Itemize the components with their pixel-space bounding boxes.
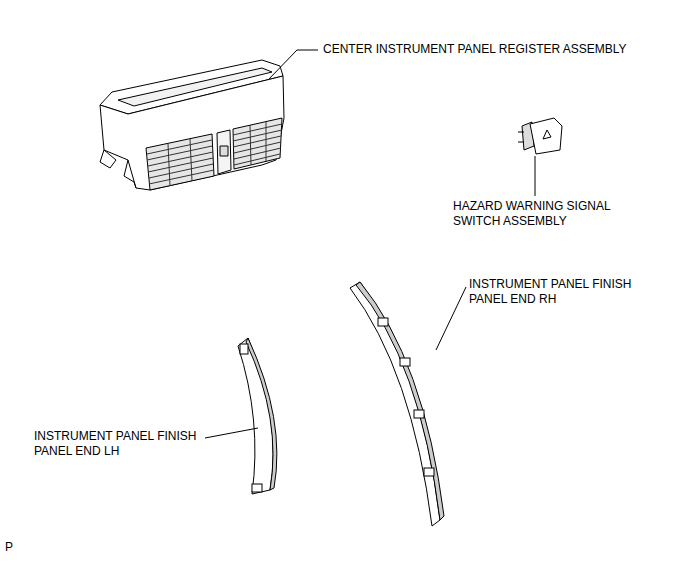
leader-line	[268, 50, 318, 80]
center-knob	[220, 146, 228, 156]
register-body	[100, 76, 284, 190]
part-label: INSTRUMENT PANEL FINISH PANEL END LH	[33, 429, 203, 459]
part-label: INSTRUMENT PANEL FINISH PANEL END RH	[468, 277, 638, 307]
part-label: P	[4, 540, 14, 555]
left-vent-slats	[147, 139, 214, 186]
finish-panel-rh	[350, 282, 444, 526]
left-vent	[146, 134, 214, 190]
leader-line	[436, 287, 466, 350]
leader-line	[535, 156, 536, 196]
right-vent-slats	[233, 122, 282, 165]
part-label: CENTER INSTRUMENT PANEL REGISTER ASSEMBL…	[322, 42, 628, 57]
finish-panel-lh	[238, 338, 277, 494]
register-assembly	[100, 60, 284, 190]
part-label: HAZARD WARNING SIGNAL SWITCH ASSEMBLY	[452, 199, 626, 229]
hazard-switch	[518, 118, 562, 154]
right-vent	[233, 118, 282, 169]
register-bracket	[100, 150, 116, 168]
center-vent	[217, 130, 231, 174]
register-clip	[124, 160, 136, 188]
leader-line	[205, 428, 258, 438]
